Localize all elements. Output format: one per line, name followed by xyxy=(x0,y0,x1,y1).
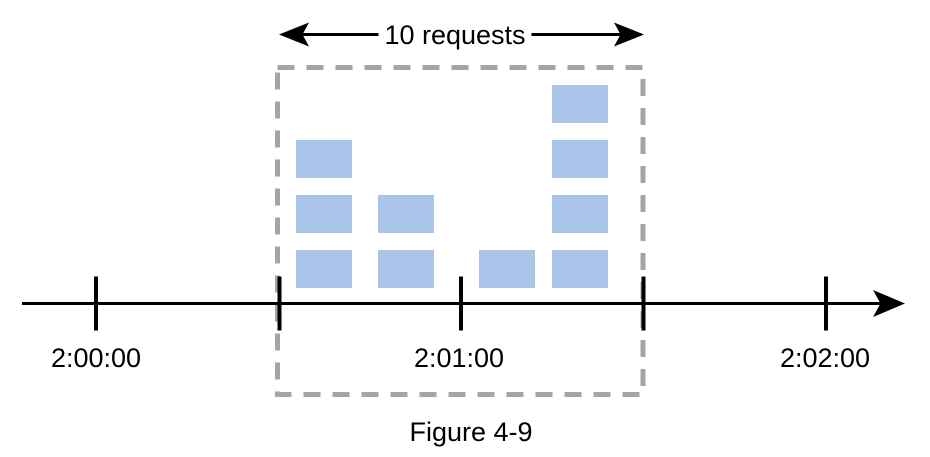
request-block xyxy=(378,250,434,288)
arrowhead-left-icon xyxy=(279,22,309,47)
request-block xyxy=(378,195,434,233)
timeline-label-2-02-00: 2:02:00 xyxy=(779,343,871,373)
timeline-label-2-01-00: 2:01:00 xyxy=(413,343,505,373)
timeline-label-2-00-00: 2:00:00 xyxy=(50,343,142,373)
request-block xyxy=(296,195,352,233)
timeline-arrowhead-icon xyxy=(873,290,905,317)
window-size-label: 10 requests xyxy=(378,21,532,49)
sliding-window-box xyxy=(275,65,646,397)
request-block xyxy=(479,250,535,288)
request-block xyxy=(552,140,608,178)
request-block xyxy=(552,250,608,288)
request-block xyxy=(296,250,352,288)
figure-caption: Figure 4-9 xyxy=(409,417,533,447)
arrowhead-right-icon xyxy=(614,22,644,47)
request-block xyxy=(552,195,608,233)
request-block xyxy=(552,85,608,123)
request-block xyxy=(296,140,352,178)
